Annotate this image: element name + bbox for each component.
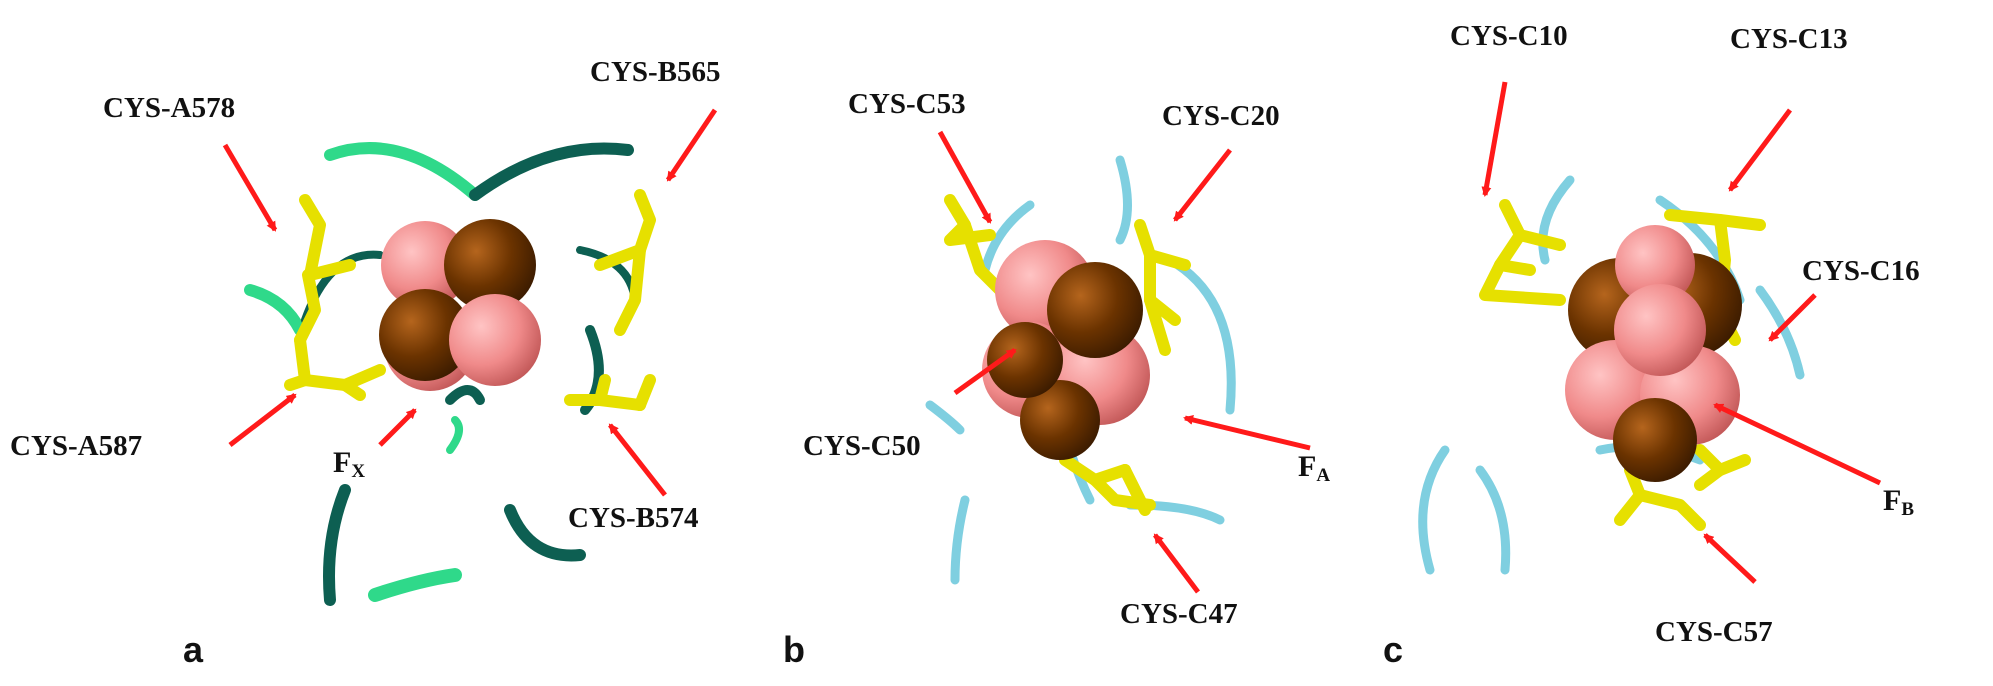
panel-b-structure [925,130,1311,594]
panel-a-cysteines [284,189,656,411]
panel-c-cluster [1565,225,1742,482]
panel-c-arrows [1481,81,1882,584]
panel-b-arrows [937,130,1311,594]
panel-c-structure [1418,81,1882,584]
cluster-symbol: F [1298,450,1317,483]
panel-c-cysteines [1479,199,1766,531]
label-cys-b574: CYS-B574 [568,502,699,534]
cluster-subscript: X [351,461,366,482]
panel-letter-c: c [1383,629,1404,670]
panel-b-cluster [982,240,1150,460]
label-fb: FB [1883,484,1915,520]
panel-a-arrows [222,108,718,497]
cluster-subscript: B [1901,499,1915,520]
label-cys-a578: CYS-A578 [103,92,236,124]
label-fx: FX [333,446,366,482]
label-cys-c57: CYS-C57 [1655,616,1773,648]
label-cys-c50: CYS-C50 [803,430,921,462]
panel-a-cluster [379,219,541,391]
panel-letter-a: a [183,629,204,670]
cluster-symbol: F [333,446,352,479]
cluster-subscript: A [1316,465,1331,486]
label-cys-c20: CYS-C20 [1162,100,1280,132]
label-cys-c10: CYS-C10 [1450,20,1568,52]
panel-letter-b: b [783,629,805,670]
label-cys-c53: CYS-C53 [848,88,966,120]
label-cys-c13: CYS-C13 [1730,23,1848,55]
label-cys-c16: CYS-C16 [1802,255,1920,287]
panel-a-ribbons [244,142,639,606]
label-fa: FA [1298,450,1331,486]
label-cys-b565: CYS-B565 [590,56,721,88]
cluster-symbol: F [1883,484,1902,517]
panel-a-structure [222,108,718,606]
label-cys-a587: CYS-A587 [10,430,143,462]
label-cys-c47: CYS-C47 [1120,598,1238,630]
